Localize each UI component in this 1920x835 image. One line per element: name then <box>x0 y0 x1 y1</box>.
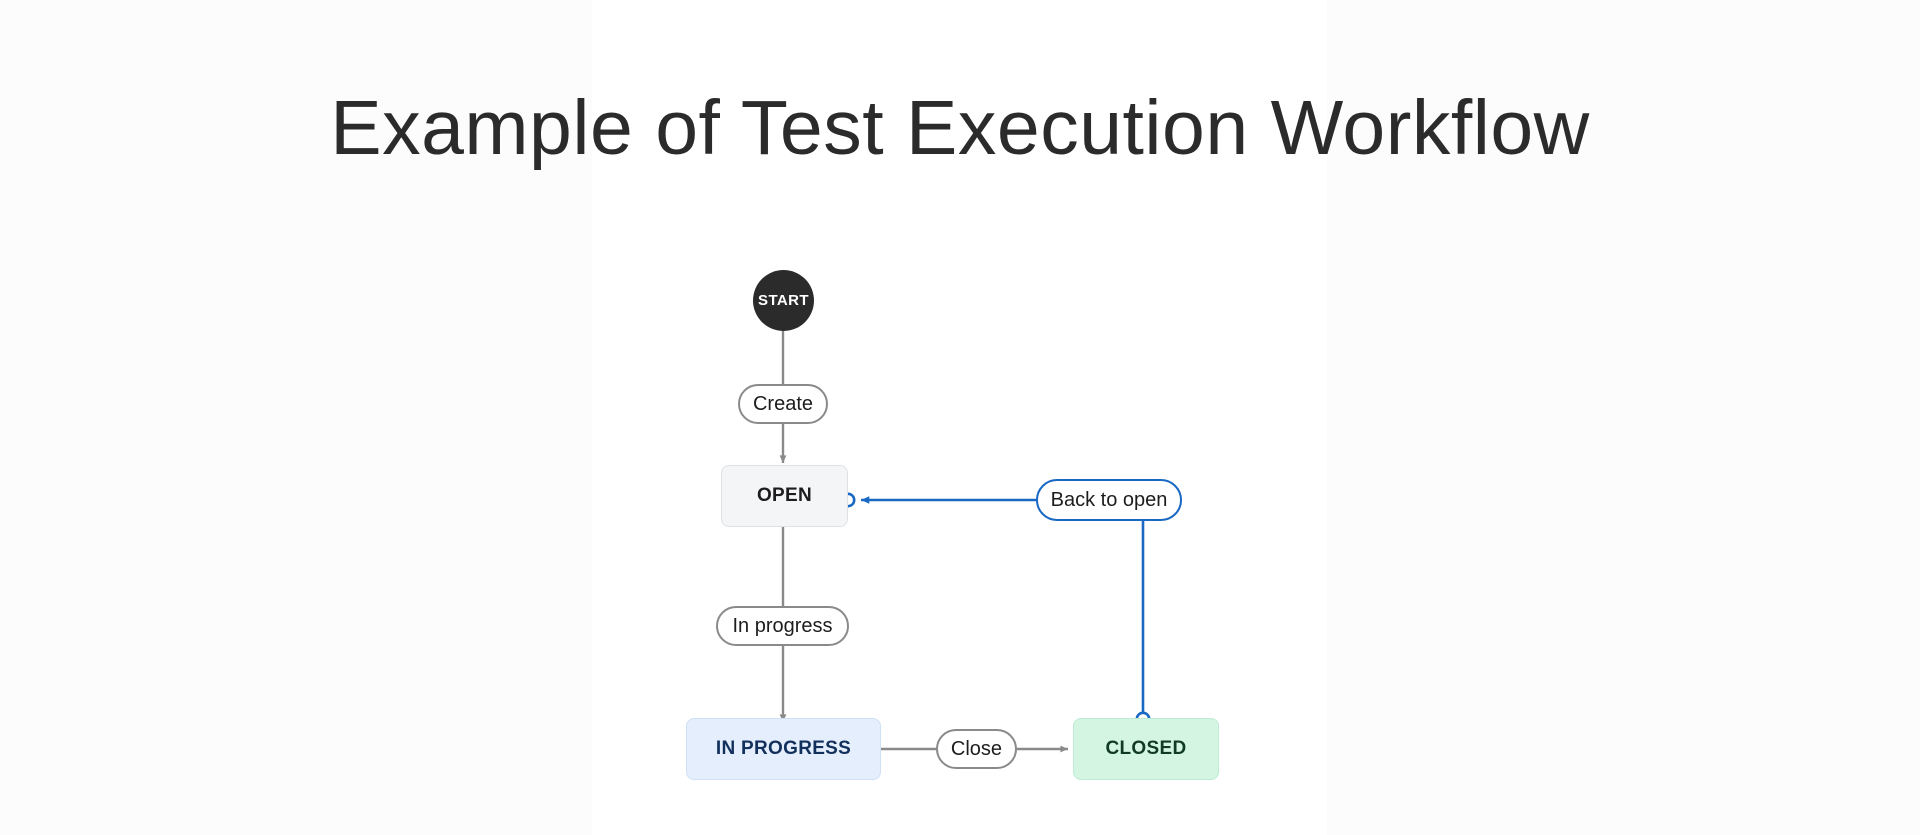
transition-create[interactable]: Create <box>738 384 828 424</box>
canvas-panel <box>592 0 1327 835</box>
node-closed[interactable]: CLOSED <box>1073 718 1219 780</box>
page-title: Example of Test Execution Workflow <box>330 85 1590 171</box>
edge-back-to-open <box>840 492 1151 727</box>
node-open[interactable]: OPEN <box>721 465 848 527</box>
transition-in-progress[interactable]: In progress <box>716 606 849 646</box>
transition-close[interactable]: Close <box>936 729 1017 769</box>
node-start[interactable]: START <box>753 270 814 331</box>
transition-back-to-open[interactable]: Back to open <box>1036 479 1182 521</box>
node-in-progress[interactable]: IN PROGRESS <box>686 718 881 780</box>
